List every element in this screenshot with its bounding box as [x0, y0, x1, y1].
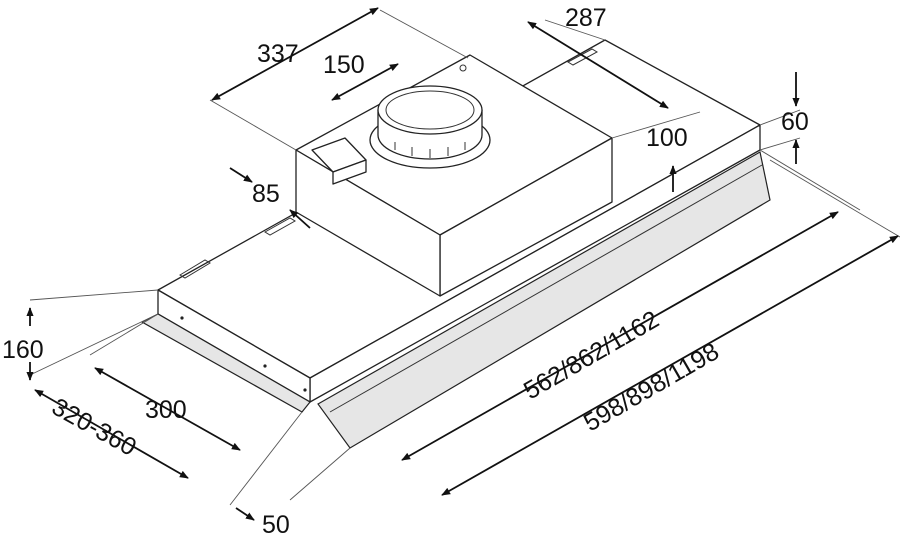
mounting-slot — [179, 259, 211, 279]
label-337: 337 — [257, 40, 299, 68]
label-85: 85 — [252, 180, 280, 208]
dim-line-85-top — [229, 167, 253, 183]
label-60: 60 — [781, 108, 809, 136]
collar-inner-rim — [385, 90, 475, 130]
dim-line-150 — [331, 63, 399, 101]
screw-dot — [263, 364, 267, 368]
dim-line-337 — [211, 7, 379, 101]
dim-line-85-bottom — [289, 209, 311, 229]
dim-line-598 — [441, 235, 899, 496]
label-150: 150 — [323, 51, 365, 79]
label-300: 300 — [145, 396, 187, 424]
screw-dot — [180, 316, 184, 320]
label-287: 287 — [565, 4, 607, 32]
screw-dot — [303, 388, 307, 392]
dimension-lines — [26, 7, 899, 521]
dim-line-287 — [527, 21, 669, 109]
label-160: 160 — [2, 336, 44, 364]
label-50: 50 — [262, 511, 290, 539]
cable-hole — [459, 64, 467, 72]
connector-front — [332, 159, 367, 185]
collar-rim — [377, 85, 483, 135]
label-320-360: 320-360 — [47, 393, 141, 462]
outlet-collar — [369, 85, 491, 169]
label-100: 100 — [646, 124, 688, 152]
mounting-slot — [264, 217, 296, 236]
dim-line-50 — [235, 507, 255, 521]
dim-line-320-360 — [34, 389, 189, 479]
